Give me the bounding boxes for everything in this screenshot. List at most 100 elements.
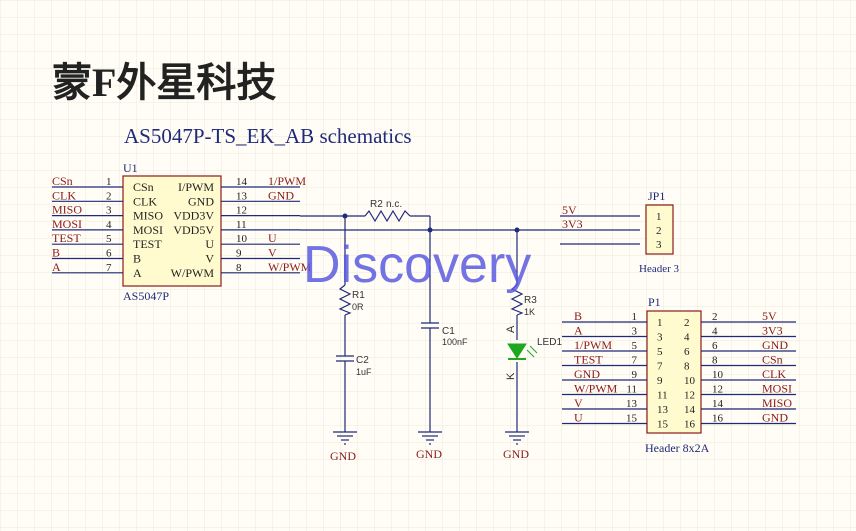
p1-pin-number: 16: [684, 419, 696, 431]
led-triangle: [507, 343, 527, 359]
net-label: MISO: [762, 396, 792, 410]
net-label: U: [268, 231, 277, 245]
net-label: CLK: [762, 367, 786, 381]
u1-pin-name: VDD5V: [173, 223, 214, 237]
p1-pin-number: 2: [712, 311, 718, 323]
p1-pin-number: 7: [632, 355, 638, 367]
r3-resistor: R3 1K: [510, 284, 537, 317]
p1-pin-number: 8: [712, 355, 718, 367]
r1-ref: R1: [352, 290, 365, 301]
net-label: 5V: [562, 203, 577, 217]
gnd-symbol-2: GND: [416, 431, 442, 461]
c2-capacitor: C2 1uF: [336, 348, 372, 377]
c2-value: 1uF: [356, 367, 372, 377]
u1-pin-number: 10: [236, 233, 248, 245]
junction-dot: [427, 227, 433, 233]
jp1-pin-number: 3: [656, 239, 662, 251]
p1-pin-number: 12: [684, 390, 695, 402]
wires: [300, 215, 640, 432]
net-label: CSn: [762, 353, 783, 367]
gnd-label: GND: [503, 447, 529, 461]
u1-pin-name: CLK: [133, 194, 157, 208]
net-label: GND: [574, 367, 600, 381]
r3-ref: R3: [524, 295, 537, 306]
u1-pin-number: 2: [106, 190, 112, 202]
u1-pin-name: I/PWM: [178, 180, 214, 194]
r2-ref: R2: [370, 199, 383, 210]
u1-pin-number: 13: [236, 190, 248, 202]
net-label: TEST: [574, 353, 603, 367]
net-label: 1/PWM: [574, 338, 612, 352]
junction-dot: [514, 227, 520, 233]
net-label: MISO: [52, 203, 82, 217]
p1-pin-number: 12: [712, 384, 723, 396]
u1-pin-number: 9: [236, 248, 242, 260]
net-label: V: [574, 396, 583, 410]
net-label: B: [574, 309, 582, 323]
u1-pin-name: U: [205, 237, 214, 251]
c2-ref: C2: [356, 355, 369, 366]
company-title: 蒙F外星科技: [52, 60, 276, 105]
p1-pin-number: 15: [626, 413, 638, 425]
gnd-label: GND: [416, 447, 442, 461]
p1-pin-number: 3: [657, 332, 663, 344]
p1-body: [646, 310, 702, 434]
r2-resistor: R2 n.c.: [364, 199, 411, 223]
schematic-subtitle: AS5047P-TS_EK_AB schematics: [124, 124, 412, 148]
r1-value: 0R: [352, 302, 364, 312]
u1-pin-number: 4: [106, 219, 112, 231]
net-label: TEST: [52, 231, 81, 245]
net-label: MOSI: [762, 382, 792, 396]
r1-resistor: R1 0R: [338, 284, 365, 316]
led1-cathode-label: K: [505, 372, 517, 380]
u1-pin-number: 14: [236, 176, 248, 188]
jp1-ref: JP1: [648, 189, 665, 203]
u1-pin-name: VDD3V: [173, 209, 214, 223]
u1-ref: U1: [123, 161, 138, 175]
c1-capacitor: C1 100nF: [421, 320, 468, 347]
net-label: A: [574, 324, 583, 338]
u1-pin-name: GND: [188, 194, 214, 208]
u1-pin-number: 3: [106, 205, 112, 217]
jp1-body: [645, 204, 674, 255]
p1-pin-number: 6: [684, 346, 690, 358]
u1-pin-number: 1: [106, 176, 112, 188]
net-label: 1/PWM: [268, 174, 306, 188]
p1-pin-number: 5: [657, 346, 663, 358]
u1-pin-number: 6: [106, 248, 112, 260]
gnd-label: GND: [330, 449, 356, 463]
p1-pin-number: 13: [626, 398, 638, 410]
net-label: GND: [268, 188, 294, 202]
net-label: B: [52, 246, 60, 260]
u1-part-name: AS5047P: [123, 289, 169, 303]
p1-pin-number: 6: [712, 340, 718, 352]
led1-anode-label: A: [505, 325, 517, 333]
u1-pin-number: 5: [106, 233, 112, 245]
net-label: 3V3: [562, 217, 583, 231]
c1-value: 100nF: [442, 337, 468, 347]
p1-pin-number: 8: [684, 361, 690, 373]
net-label: GND: [762, 338, 788, 352]
led1-diode: LED1 A K: [505, 325, 562, 380]
p1-pin-number: 14: [712, 398, 724, 410]
u1-body: [122, 175, 222, 287]
net-label: 5V: [762, 309, 777, 323]
u1-pin-number: 11: [236, 219, 247, 231]
net-label: CSn: [52, 174, 73, 188]
led1-ref: LED1: [537, 337, 562, 348]
p1-part-name: Header 8x2A: [645, 441, 710, 455]
p1-ref: P1: [648, 295, 661, 309]
u1-pin-name: TEST: [133, 237, 162, 251]
u1-pin-name: W/PWM: [171, 266, 215, 280]
gnd-symbol-1: GND: [330, 431, 357, 463]
p1-pin-number: 1: [632, 311, 638, 323]
p1-pin-number: 13: [657, 404, 669, 416]
p1-pin-number: 16: [712, 413, 724, 425]
p1-pin-number: 11: [657, 390, 668, 402]
u1-pin-name: B: [133, 252, 141, 266]
